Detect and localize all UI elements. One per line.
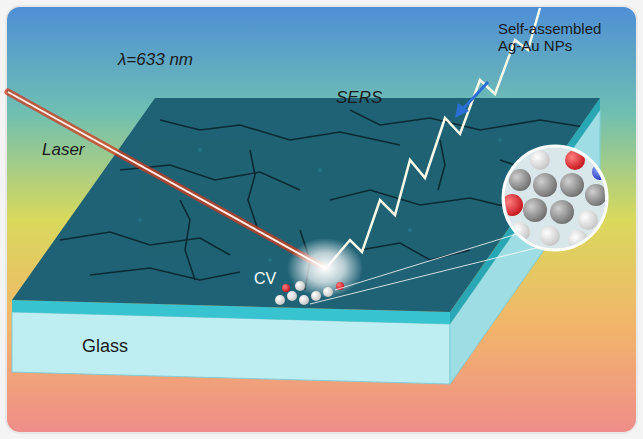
laser-core — [8, 92, 325, 268]
laser-spot — [287, 238, 363, 298]
cv-label: CV — [254, 270, 276, 288]
crack — [360, 243, 470, 260]
hydrogen — [540, 226, 560, 246]
sers-label: SERS — [336, 88, 382, 108]
speckle — [408, 228, 412, 232]
crack — [438, 140, 445, 190]
hydrogen — [578, 210, 598, 230]
carbon — [550, 200, 574, 224]
glass-label: Glass — [82, 336, 128, 357]
atom — [275, 295, 285, 305]
speckle — [318, 168, 322, 172]
leader-line — [310, 247, 540, 304]
hydrogen — [530, 150, 550, 170]
crack — [90, 268, 240, 280]
background — [6, 6, 637, 433]
hydrogen — [510, 222, 530, 242]
speckle — [268, 258, 272, 262]
glass-front — [12, 312, 450, 384]
hydrogen — [568, 230, 588, 250]
carbon — [585, 184, 607, 206]
pointer-arrowhead — [455, 103, 469, 118]
crack — [248, 150, 258, 230]
oxygen — [501, 194, 523, 216]
carbon — [509, 169, 531, 191]
crack — [180, 200, 195, 280]
crack — [60, 232, 230, 255]
speckle — [138, 218, 142, 222]
crack — [160, 120, 400, 145]
laser-beam — [8, 92, 325, 268]
laser-label: Laser — [42, 140, 85, 160]
wavelength-label: λ=633 nm — [118, 50, 193, 70]
molecule-model — [501, 150, 608, 250]
nanoparticle-film — [12, 98, 600, 312]
speckle — [198, 148, 202, 152]
nanoparticle-label: Self-assembled Ag-Au NPs — [498, 20, 623, 55]
carbon — [560, 173, 584, 197]
carbon — [523, 198, 547, 222]
atom — [299, 295, 309, 305]
pointer-arrow — [462, 82, 488, 110]
crack — [350, 110, 590, 130]
leader-line — [335, 233, 520, 290]
atom — [282, 284, 290, 292]
nitrogen — [592, 164, 608, 180]
atom — [323, 287, 333, 297]
speckle — [498, 138, 502, 142]
carbon — [533, 173, 557, 197]
atom — [287, 291, 297, 301]
crack — [330, 190, 520, 210]
cv-molecules — [275, 281, 344, 305]
oxygen — [565, 150, 585, 170]
atom — [311, 291, 321, 301]
atom — [295, 281, 305, 291]
